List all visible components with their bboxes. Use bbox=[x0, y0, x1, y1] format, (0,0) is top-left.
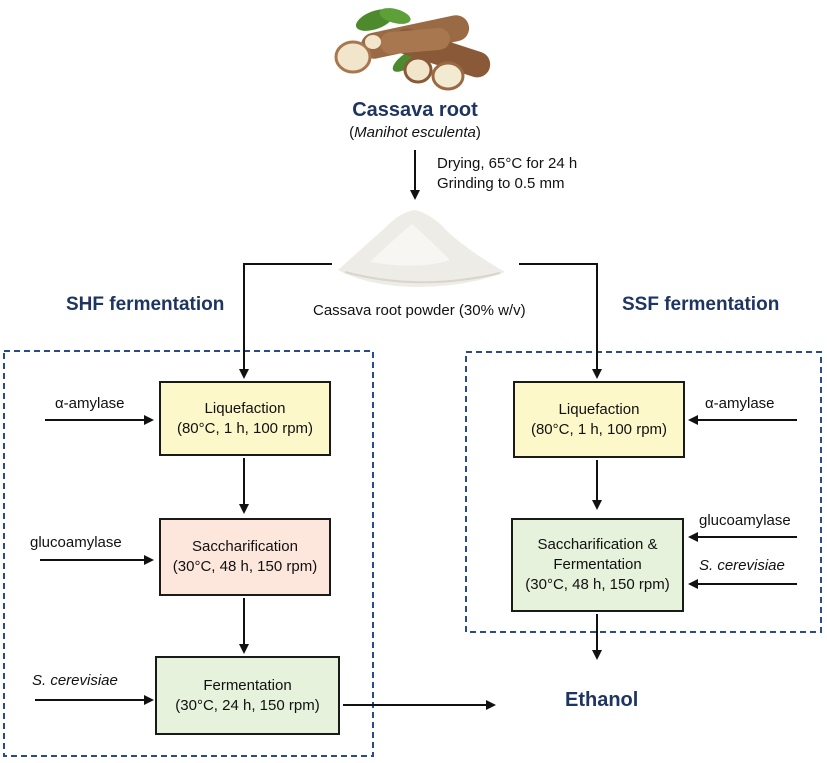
cassava-root-picture bbox=[334, 8, 491, 91]
ssf-liquefaction-box: Liquefaction (80°C, 1 h, 100 rpm) bbox=[513, 381, 685, 458]
ssf-combined-conditions: (30°C, 48 h, 150 rpm) bbox=[525, 576, 670, 593]
ssf-combined-box: Saccharification & Fermentation (30°C, 4… bbox=[511, 518, 684, 612]
shf-title: SHF fermentation bbox=[66, 294, 225, 315]
shf-saccharification-box: Saccharification (30°C, 48 h, 150 rpm) bbox=[159, 518, 331, 596]
shf-liquefaction-title: Liquefaction bbox=[204, 399, 286, 417]
shf-liquefaction-conditions: (80°C, 1 h, 100 rpm) bbox=[176, 419, 314, 437]
shf-fermentation-conditions: (30°C, 24 h, 150 rpm) bbox=[175, 696, 320, 714]
species-close-paren: ) bbox=[475, 124, 481, 141]
process-step-line2: Grinding to 0.5 mm bbox=[437, 175, 565, 192]
powder-pile-picture bbox=[338, 210, 505, 287]
shf-yeast-label: S. cerevisiae bbox=[32, 672, 118, 689]
shf-frame bbox=[3, 350, 374, 757]
ssf-title: SSF fermentation bbox=[622, 294, 780, 315]
shf-alpha-amylase-label: α-amylase bbox=[55, 395, 125, 412]
shf-liquefaction-box: Liquefaction (80°C, 1 h, 100 rpm) bbox=[159, 381, 331, 456]
ssf-liquefaction-title: Liquefaction bbox=[558, 400, 640, 418]
shf-glucoamylase-label: glucoamylase bbox=[30, 534, 122, 551]
species-open-paren: ( bbox=[349, 124, 355, 141]
ssf-combined-title-line2: Fermentation bbox=[553, 556, 642, 573]
ssf-alpha-amylase-label: α-amylase bbox=[705, 395, 775, 412]
process-step-line1: Drying, 65°C for 24 h bbox=[437, 155, 578, 172]
ssf-yeast-label: S. cerevisiae bbox=[699, 557, 785, 574]
shf-fermentation-box: Fermentation (30°C, 24 h, 150 rpm) bbox=[155, 656, 340, 735]
ssf-combined-title-line1: Saccharification & bbox=[537, 536, 658, 553]
ssf-frame bbox=[465, 351, 822, 633]
shf-saccharification-title: Saccharification bbox=[192, 538, 298, 555]
ethanol-label: Ethanol bbox=[565, 689, 639, 711]
species-name: Manihot esculenta bbox=[354, 124, 476, 141]
shf-saccharification-conditions: (30°C, 48 h, 150 rpm) bbox=[172, 558, 318, 575]
source-title: Cassava root bbox=[352, 99, 478, 121]
source-species: (Manihot esculenta) bbox=[315, 124, 515, 141]
shf-fermentation-title: Fermentation bbox=[203, 676, 292, 694]
powder-label: Cassava root powder (30% w/v) bbox=[313, 302, 526, 319]
ssf-glucoamylase-label: glucoamylase bbox=[699, 512, 791, 529]
ssf-liquefaction-conditions: (80°C, 1 h, 100 rpm) bbox=[530, 420, 668, 438]
